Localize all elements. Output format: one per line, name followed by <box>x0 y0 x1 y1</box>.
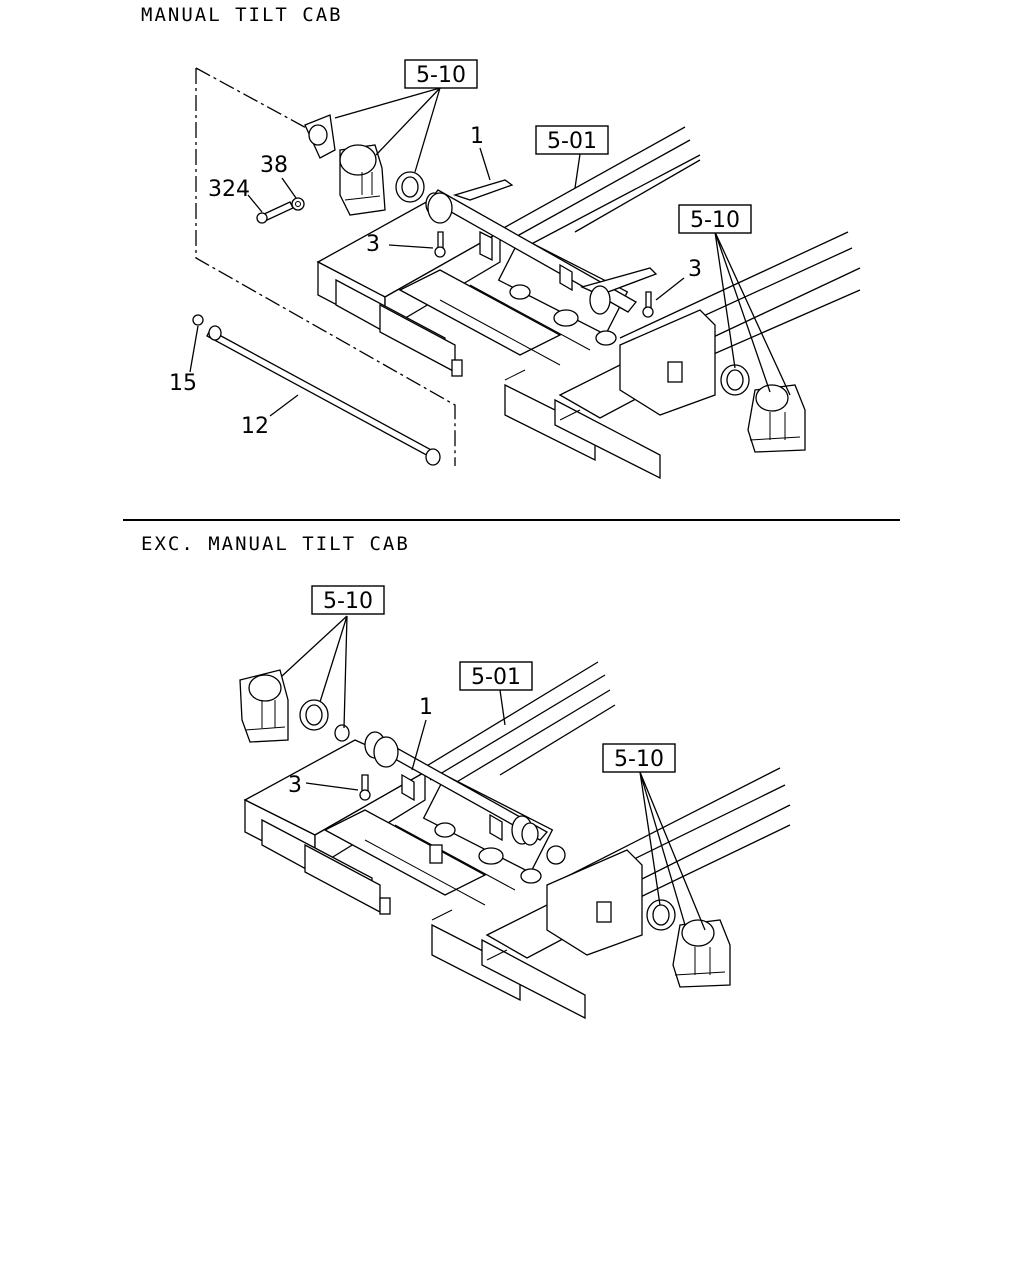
ref-box-5-10-top-left: 5-10 <box>404 59 478 89</box>
ref-label: 5-01 <box>547 129 597 154</box>
fasteners <box>359 774 371 801</box>
leader-lines <box>189 87 791 417</box>
frame-side-rails <box>499 126 861 361</box>
ref-box-5-01-top: 5-01 <box>535 125 609 155</box>
callout-3-right: 3 <box>688 257 702 282</box>
washer-part-15 <box>192 314 204 326</box>
left-cab-mount-bracket <box>239 669 350 743</box>
callout-1: 1 <box>419 695 433 720</box>
right-cab-mount-bracket <box>720 364 806 453</box>
callout-3-left: 3 <box>366 232 380 257</box>
left-cab-mount-bracket <box>304 114 425 216</box>
ref-box-5-01-bottom: 5-01 <box>459 661 533 691</box>
fasteners <box>256 197 654 318</box>
callout-12: 12 <box>241 414 269 439</box>
callout-3: 3 <box>288 773 302 798</box>
ref-box-5-10-bottom-right: 5-10 <box>602 743 676 773</box>
callout-38: 38 <box>260 153 288 178</box>
section-title-manual-tilt-cab: MANUAL TILT CAB <box>141 4 343 26</box>
frame-crossmember <box>316 199 716 480</box>
exc-manual-tilt-cab-assembly: 5-10 5-01 5-10 1 3 <box>239 585 791 1020</box>
nut-38 <box>291 197 305 211</box>
leader-lines <box>281 615 706 931</box>
ref-label: 5-10 <box>690 208 740 233</box>
callout-1: 1 <box>470 124 484 149</box>
ref-label: 5-10 <box>323 589 373 614</box>
ref-label: 5-10 <box>614 747 664 772</box>
manual-tilt-cab-assembly: 5-10 5-01 5-10 1 38 324 3 3 15 12 <box>169 59 861 480</box>
ref-box-5-10-bottom-left: 5-10 <box>311 585 385 615</box>
assembly-outline <box>195 67 456 466</box>
frame-side-rails <box>419 661 791 903</box>
ref-label: 5-01 <box>471 665 521 690</box>
callout-15: 15 <box>169 371 197 396</box>
section-divider <box>123 519 900 521</box>
tilt-shaft-part-1 <box>425 179 658 315</box>
ref-box-5-10-top-right: 5-10 <box>678 204 752 234</box>
callout-324: 324 <box>208 177 250 202</box>
section-title-exc-manual-tilt-cab: EXC. MANUAL TILT CAB <box>141 533 410 555</box>
torsion-rod-part-12 <box>206 325 441 466</box>
ref-label: 5-10 <box>416 63 466 88</box>
right-cab-mount-bracket <box>646 899 731 988</box>
